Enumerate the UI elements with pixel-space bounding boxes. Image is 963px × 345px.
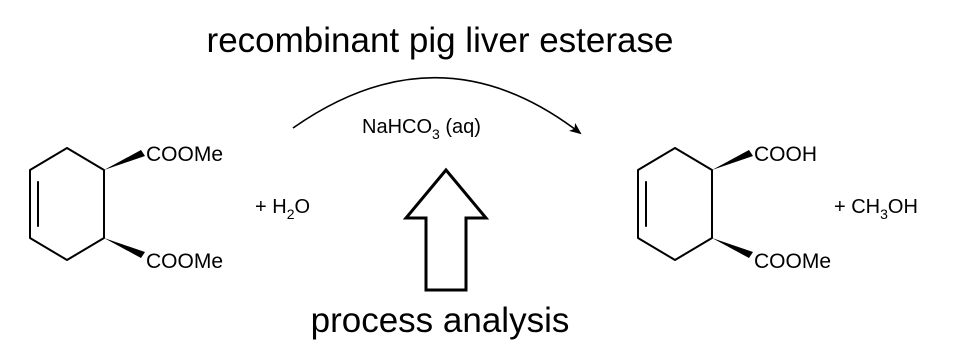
reactant-upper-group: COOMe bbox=[146, 143, 223, 166]
reaction-arrow bbox=[292, 76, 582, 135]
product-lower-group: COOMe bbox=[754, 250, 831, 273]
conditions-label: NaHCO3 (aq) bbox=[362, 116, 481, 142]
product-ring bbox=[637, 147, 713, 261]
reactant-molecule: COOMe COOMe bbox=[29, 143, 223, 273]
product-lower-wedge-bond bbox=[712, 238, 753, 258]
reactant-ring bbox=[29, 147, 105, 261]
water-label: + H2O bbox=[255, 196, 310, 222]
catalyst-label: recombinant pig liver esterase bbox=[207, 21, 674, 60]
methanol-label: + CH3OH bbox=[834, 196, 918, 222]
product-molecule: COOH COOMe bbox=[637, 143, 831, 273]
process-analysis-arrow bbox=[402, 167, 490, 292]
reactant-upper-wedge-bond bbox=[104, 150, 145, 170]
process-analysis-label: process analysis bbox=[311, 301, 570, 340]
reactant-lower-group: COOMe bbox=[146, 250, 223, 273]
product-upper-group: COOH bbox=[754, 143, 817, 166]
reactant-lower-wedge-bond bbox=[104, 238, 145, 258]
product-upper-wedge-bond bbox=[712, 150, 753, 170]
